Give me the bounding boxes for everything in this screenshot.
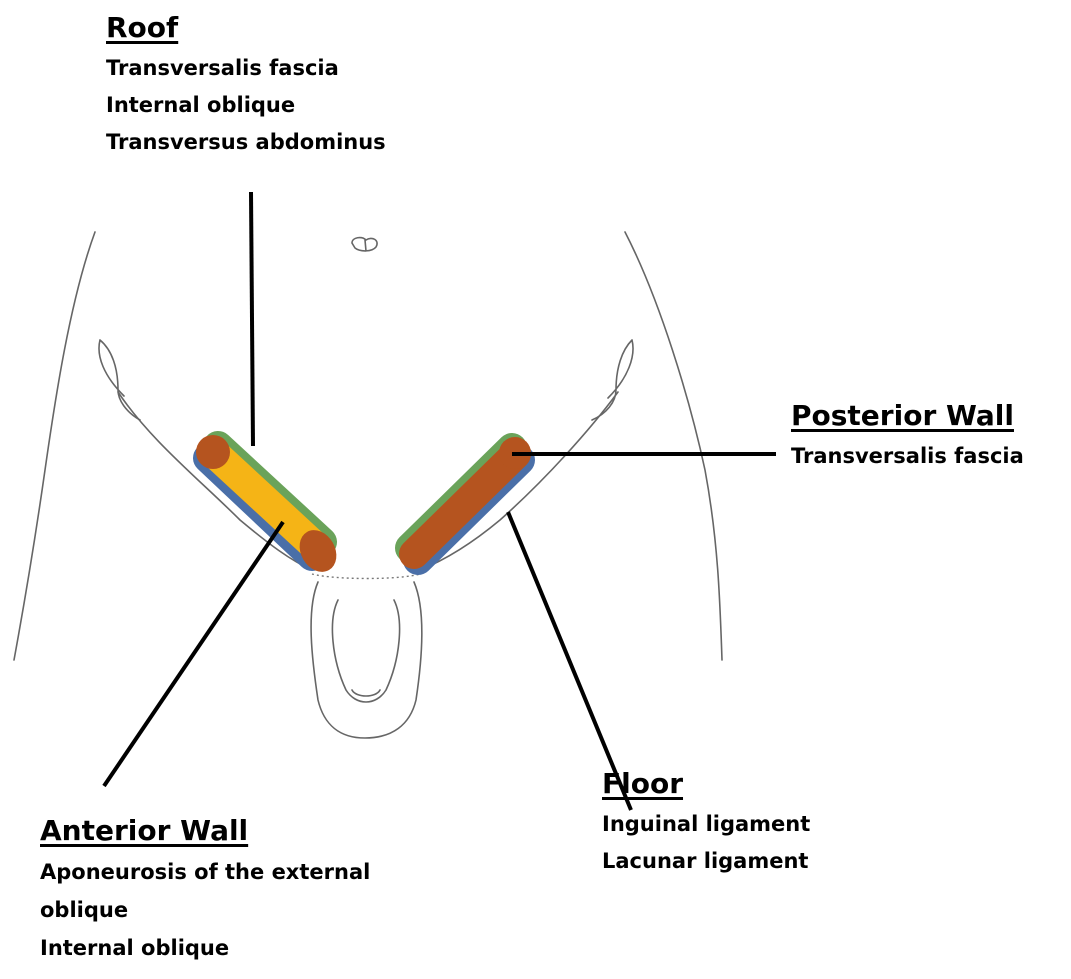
floor-item: Lacunar ligament [602,843,810,880]
pubic-dotted-line [312,574,420,579]
navel [352,238,377,251]
floor-item: Inguinal ligament [602,806,810,843]
left-iliac-crest [99,340,140,420]
left-flank-outline [14,232,95,660]
roof-leader-line [251,192,253,446]
anterior-wall-label: Anterior Wall Aponeurosis of the externa… [40,815,370,967]
penis-outline [332,600,399,702]
posterior-wall-label: Posterior Wall Transversalis fascia [791,400,1024,475]
floor-label: Floor Inguinal ligament Lacunar ligament [602,768,810,880]
floor-heading: Floor [602,768,810,800]
left-inguinal-canal [196,435,344,579]
posterior-wall-item: Transversalis fascia [791,438,1024,475]
anterior-wall-item: oblique [40,891,370,929]
roof-item: Transversalis fascia [106,50,386,87]
roof-label: Roof Transversalis fascia Internal obliq… [106,12,386,161]
anterior-wall-leader-line [104,522,283,786]
left-canal-body [213,452,318,549]
right-iliac-crest [592,340,633,420]
right-canal-body [414,454,516,554]
roof-item: Internal oblique [106,87,386,124]
roof-item: Transversus abdominus [106,124,386,161]
scrotum-outline [311,582,422,738]
anterior-wall-item: Aponeurosis of the external [40,853,370,891]
roof-heading: Roof [106,12,386,44]
right-flank-outline [625,232,722,660]
anterior-wall-item: Internal oblique [40,929,370,967]
left-deep-ring [196,435,230,469]
posterior-wall-heading: Posterior Wall [791,400,1024,432]
body-outline [14,232,722,738]
anterior-wall-heading: Anterior Wall [40,815,370,847]
floor-leader-line [508,512,631,810]
